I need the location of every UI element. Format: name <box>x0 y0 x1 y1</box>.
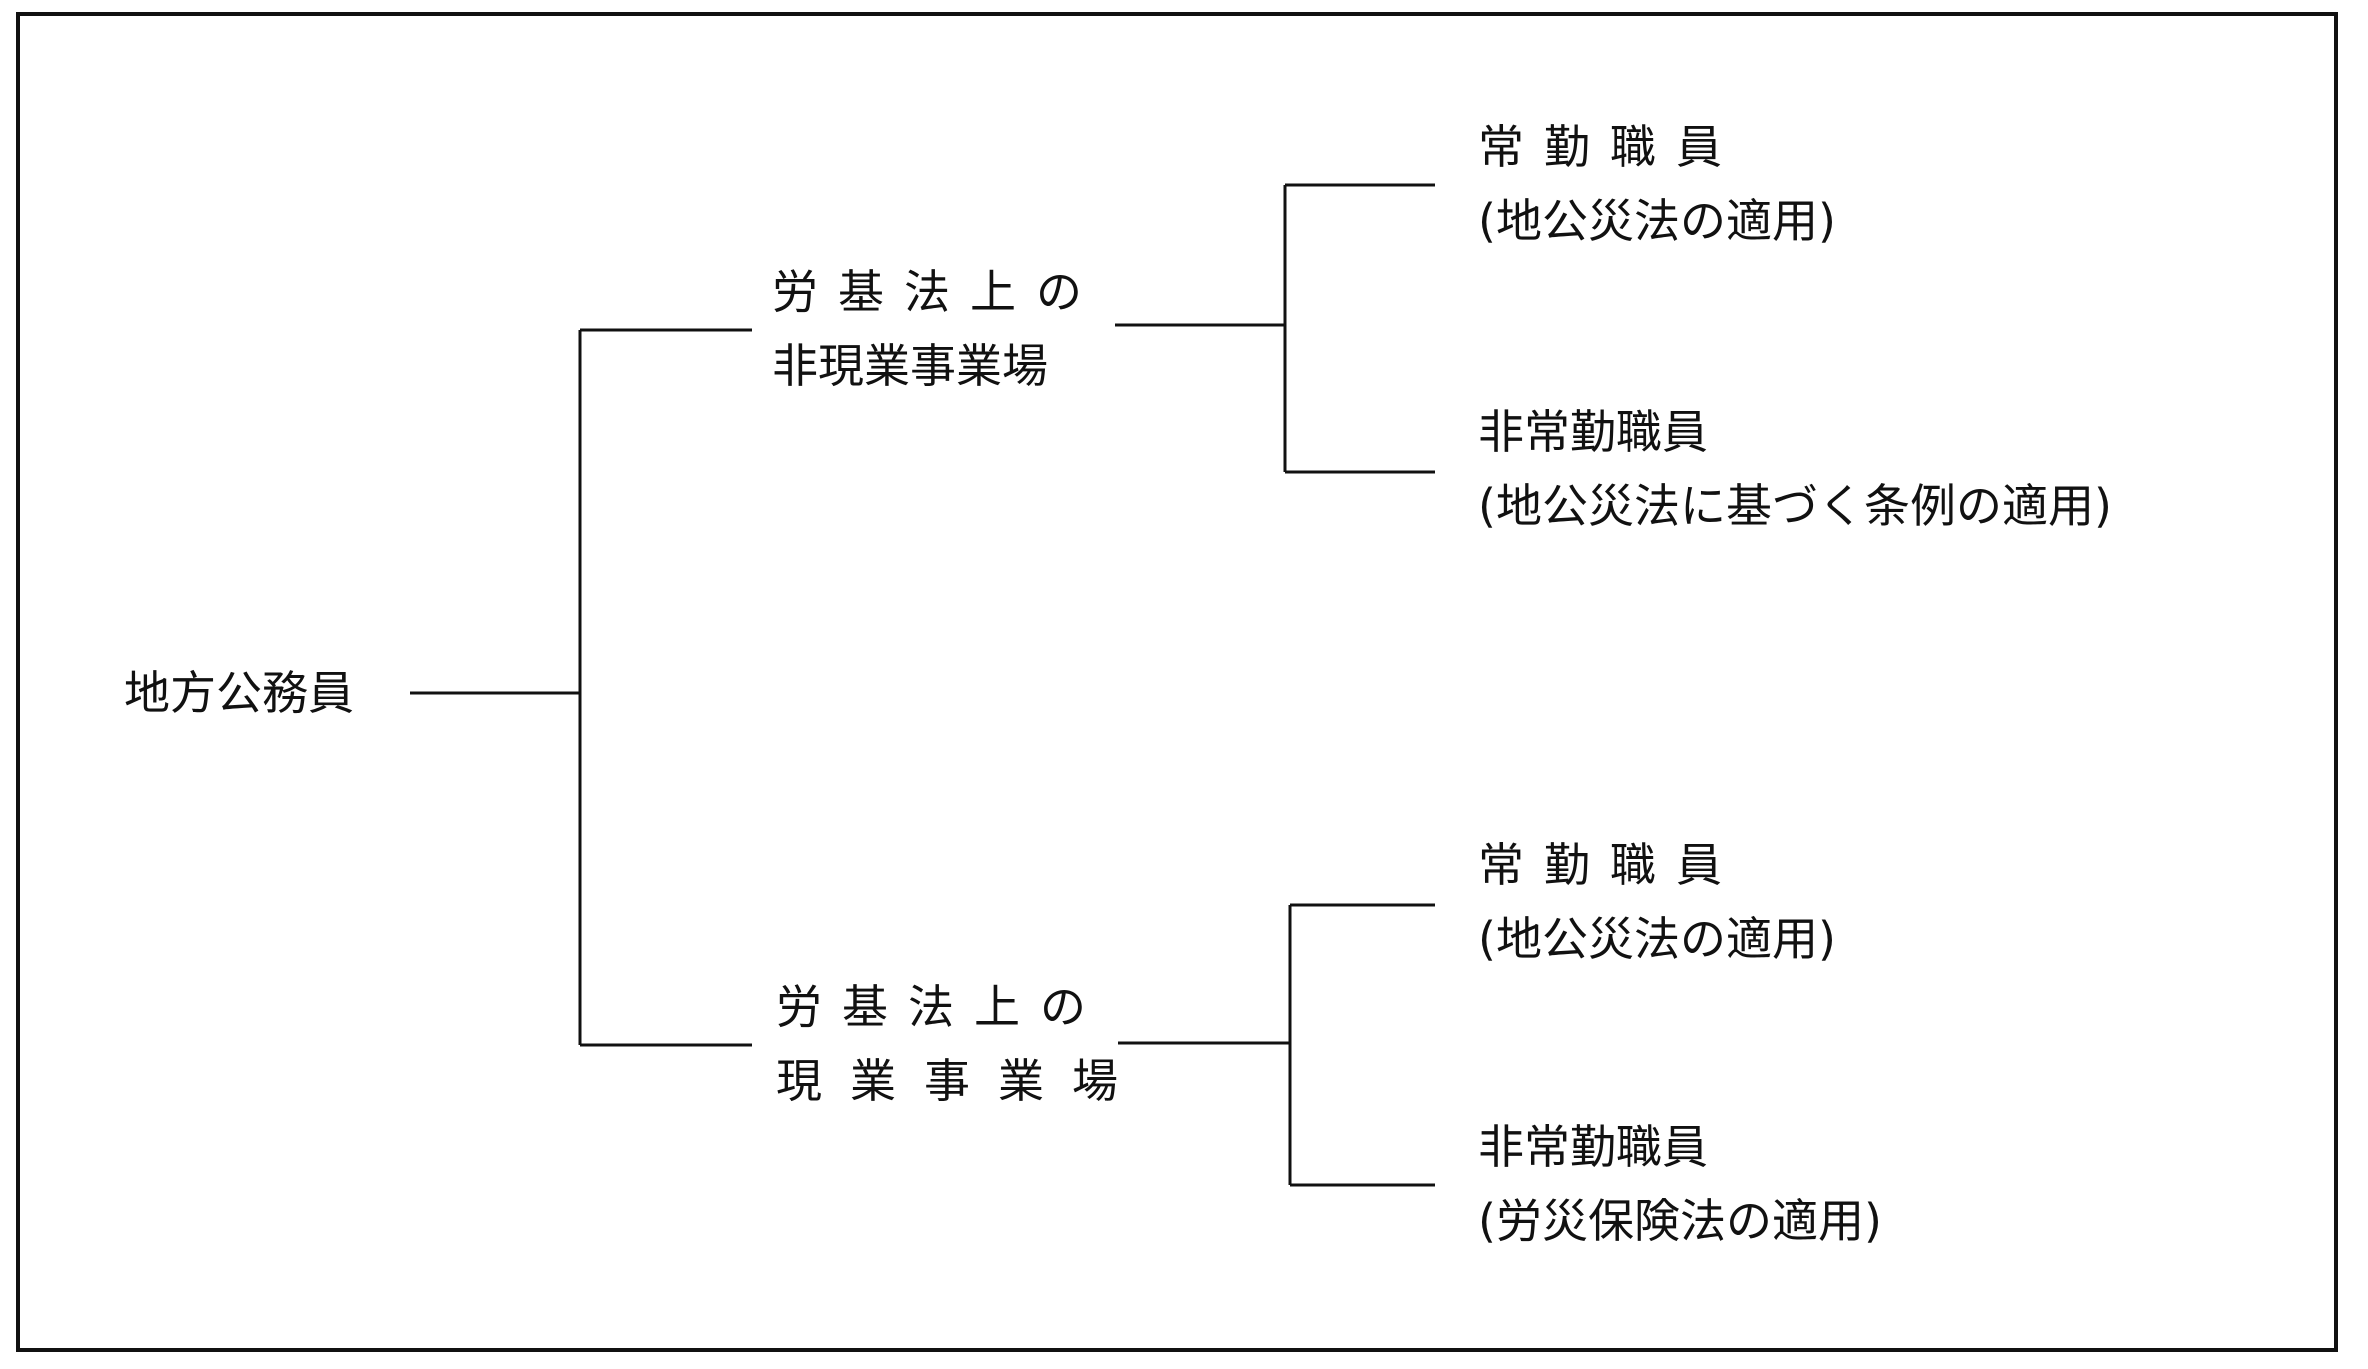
branch-1-label-line-2: 非現業事業場 <box>772 339 1048 393</box>
leaf-node-1-1: 常勤職員 (地公災法の適用) <box>1478 110 1836 258</box>
branch-2-label-line-2: 現業事業場 <box>776 1054 1146 1108</box>
leaf-2-2-title: 非常勤職員 <box>1478 1120 1708 1174</box>
leaf-1-1-title: 常勤職員 <box>1478 120 1742 174</box>
branch-1-label-line-1: 労基法上の <box>772 265 1102 319</box>
root-node: 地方公務員 <box>124 656 354 730</box>
leaf-1-1-note: (地公災法の適用) <box>1478 194 1836 248</box>
leaf-1-2-note: (地公災法に基づく条例の適用) <box>1478 479 2112 533</box>
leaf-node-2-2: 非常勤職員 (労災保険法の適用) <box>1478 1110 1882 1258</box>
leaf-2-1-title: 常勤職員 <box>1478 838 1742 892</box>
branch-node-2: 労基法上の 現業事業場 <box>776 970 1146 1118</box>
leaf-node-1-2: 非常勤職員 (地公災法に基づく条例の適用) <box>1478 395 2112 543</box>
leaf-2-1-note: (地公災法の適用) <box>1478 912 1836 966</box>
diagram-frame <box>16 12 2338 1352</box>
leaf-1-2-title: 非常勤職員 <box>1478 405 1708 459</box>
leaf-2-2-note: (労災保険法の適用) <box>1478 1194 1882 1248</box>
branch-2-label-line-1: 労基法上の <box>776 980 1106 1034</box>
branch-node-1: 労基法上の 非現業事業場 <box>772 255 1102 403</box>
root-label: 地方公務員 <box>124 666 354 720</box>
leaf-node-2-1: 常勤職員 (地公災法の適用) <box>1478 828 1836 976</box>
